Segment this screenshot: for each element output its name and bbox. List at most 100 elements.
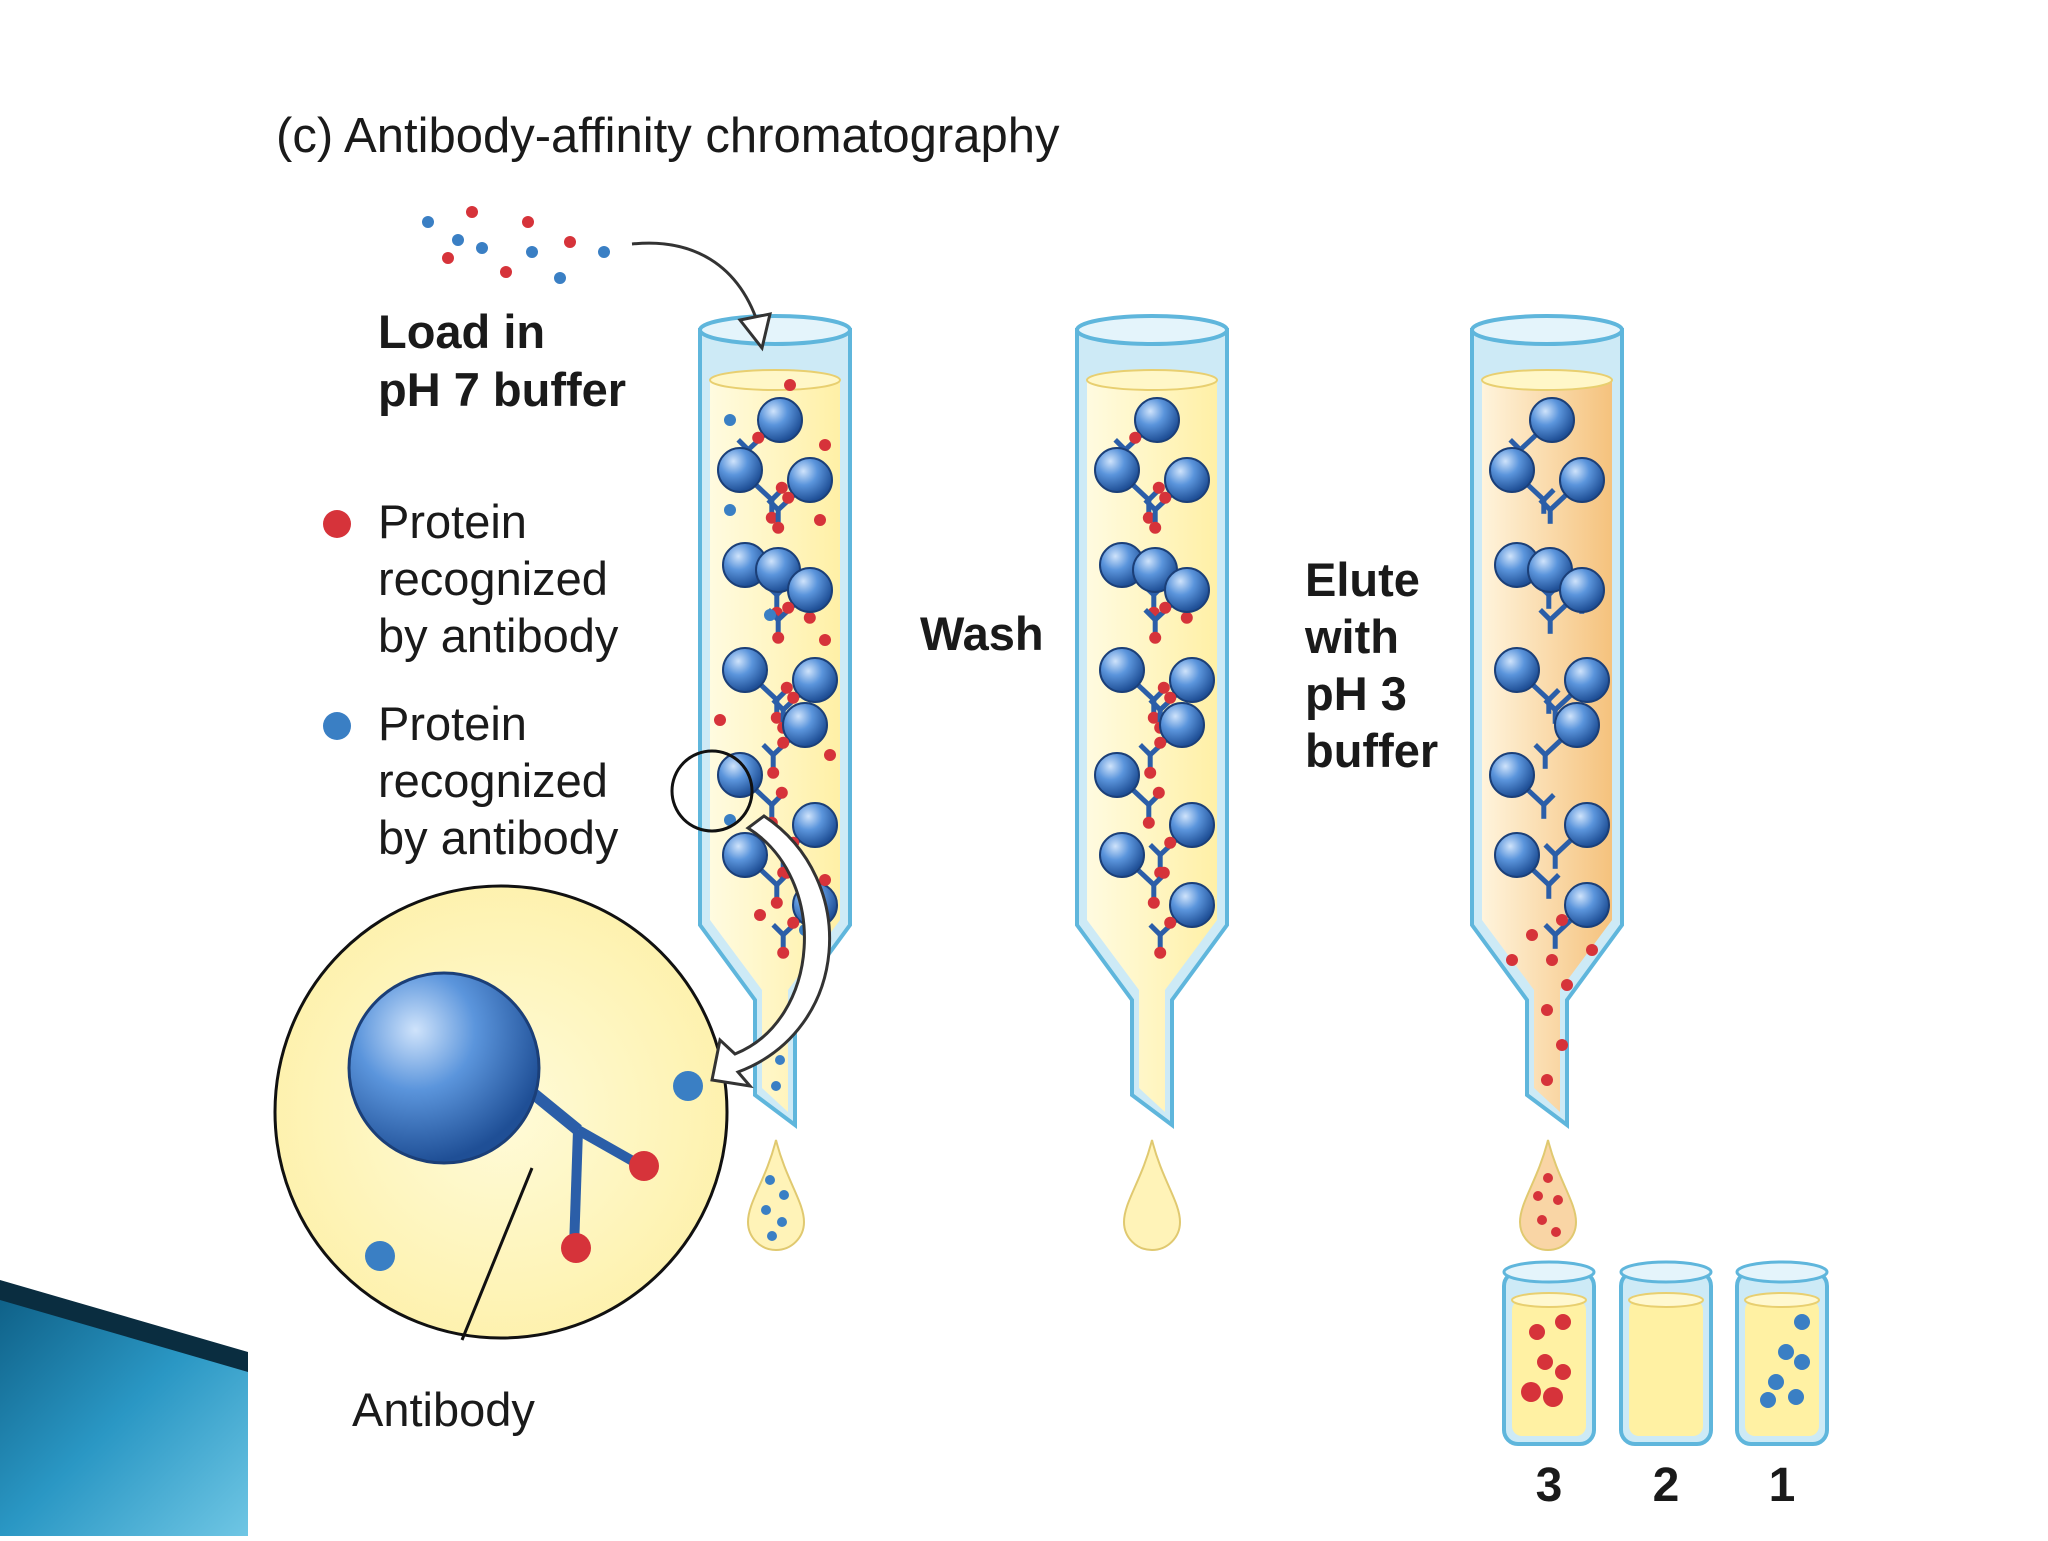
- legend-blue-line2: recognized: [378, 754, 608, 807]
- bound-protein-dot: [775, 481, 788, 494]
- eluted-protein-dot: [1526, 929, 1538, 941]
- tube-rim: [1619, 1260, 1713, 1284]
- fraction-tube-1: [1735, 1260, 1829, 1446]
- bead-sphere: [1494, 647, 1540, 693]
- antibody-bead: [717, 447, 788, 524]
- eluted-protein-dot: [1556, 914, 1568, 926]
- load-drop: [746, 1139, 806, 1251]
- free-protein-dot: [714, 714, 726, 726]
- drop-protein-dot: [1537, 1215, 1547, 1225]
- legend-red-line2: recognized: [378, 552, 608, 605]
- antibody-bead: [1533, 702, 1600, 769]
- tube-buffer: [1629, 1300, 1703, 1436]
- tube-protein-dot: [1794, 1314, 1810, 1330]
- drop-protein-dot: [779, 1190, 789, 1200]
- buffer-surface: [1086, 369, 1218, 391]
- tube-buffer-surface: [1744, 1292, 1820, 1308]
- bead-sphere: [1159, 702, 1205, 748]
- antibody-arm: [1538, 608, 1552, 622]
- bound-protein-dot: [1142, 511, 1155, 524]
- antibody-arm: [1148, 923, 1162, 937]
- antibody-arm: [1543, 698, 1557, 712]
- legend-blue-dot: [323, 712, 351, 740]
- bound-protein-dot: [803, 611, 816, 624]
- bead-sphere: [1529, 397, 1575, 443]
- bound-protein-dot: [777, 736, 790, 749]
- antibody-arm: [761, 743, 775, 757]
- eluted-protein-dot: [1556, 1039, 1568, 1051]
- bound-protein-dot: [1152, 786, 1165, 799]
- bound-protein-dot: [1159, 491, 1172, 504]
- sample-protein-dot: [466, 206, 478, 218]
- free-protein-dot: [824, 749, 836, 761]
- load-step-label-line2: pH 7 buffer: [378, 363, 627, 416]
- free-protein-dot: [764, 609, 776, 621]
- tube-protein-dot: [1555, 1364, 1571, 1380]
- eluted-protein-dot: [1506, 954, 1518, 966]
- drop-protein-dot: [1551, 1227, 1561, 1237]
- inset-antibody-arm: [569, 1129, 583, 1249]
- bead-sphere: [1494, 832, 1540, 878]
- bead-sphere: [717, 752, 763, 798]
- tube-rim: [1735, 1260, 1829, 1284]
- antibody-arm: [1542, 488, 1556, 502]
- bound-protein-dot: [770, 711, 783, 724]
- bound-protein-dot: [780, 681, 793, 694]
- fraction-tube-3: [1502, 1260, 1596, 1446]
- free-protein-dot: [819, 874, 831, 886]
- figure-title: (c) Antibody-affinity chromatography: [276, 109, 1060, 163]
- antibody-arm: [1538, 498, 1552, 512]
- buffer-surface: [1481, 369, 1613, 391]
- elute-step-label-line4: buffer: [1305, 724, 1439, 777]
- legend-blue-line1: Protein: [378, 697, 527, 750]
- legend-red-line3: by antibody: [378, 609, 619, 662]
- bound-protein-dot: [1154, 736, 1167, 749]
- antibody-bead: [722, 647, 793, 724]
- bound-protein-dot: [772, 631, 785, 644]
- bead-sphere: [1489, 752, 1535, 798]
- bound-protein-dot: [787, 916, 800, 929]
- flowthrough-dot: [771, 1081, 781, 1091]
- bound-protein-dot: [772, 521, 785, 534]
- bead-sphere: [787, 457, 833, 503]
- antibody-arm: [1143, 608, 1157, 622]
- eluted-protein-dot: [1546, 954, 1558, 966]
- inset-bound-protein: [629, 1151, 659, 1181]
- inset-free-protein: [673, 1071, 703, 1101]
- bound-protein-dot: [1149, 521, 1162, 534]
- bound-protein-dot: [765, 511, 778, 524]
- load-arrow-head: [737, 312, 772, 352]
- tube-protein-dot: [1768, 1374, 1784, 1390]
- bound-protein-dot: [1157, 866, 1170, 879]
- antibody-bead: [761, 702, 828, 779]
- bound-protein-dot: [1164, 836, 1177, 849]
- magnify-arrow: [710, 814, 832, 1089]
- sample-protein-dot: [476, 242, 488, 254]
- tube-protein-dot: [1778, 1344, 1794, 1360]
- bound-protein-dot: [775, 786, 788, 799]
- legend-red-line1: Protein: [378, 495, 527, 548]
- antibody-bead: [1094, 752, 1165, 829]
- bound-protein-dot: [1159, 601, 1172, 614]
- wash-column: [1075, 314, 1229, 1129]
- bead-sphere: [1489, 447, 1535, 493]
- free-protein-dot: [819, 634, 831, 646]
- antibody-arm: [766, 498, 780, 512]
- tube-protein-dot: [1543, 1387, 1563, 1407]
- bead-sphere: [1099, 832, 1145, 878]
- eluted-protein-dot: [1541, 1004, 1553, 1016]
- drop-protein-dot: [767, 1231, 777, 1241]
- bead-sphere: [722, 832, 768, 878]
- column-rim: [1470, 314, 1624, 346]
- sample-protein-dot: [554, 272, 566, 284]
- antibody-bead: [1148, 882, 1215, 959]
- bound-protein-dot: [1142, 816, 1155, 829]
- tube-protein-dot: [1794, 1354, 1810, 1370]
- wash-step-label: Wash: [920, 607, 1044, 660]
- antibody-bead: [722, 832, 793, 909]
- bound-protein-dot: [1149, 631, 1162, 644]
- antibody-bead: [1138, 702, 1205, 779]
- eluted-protein-dot: [1541, 1074, 1553, 1086]
